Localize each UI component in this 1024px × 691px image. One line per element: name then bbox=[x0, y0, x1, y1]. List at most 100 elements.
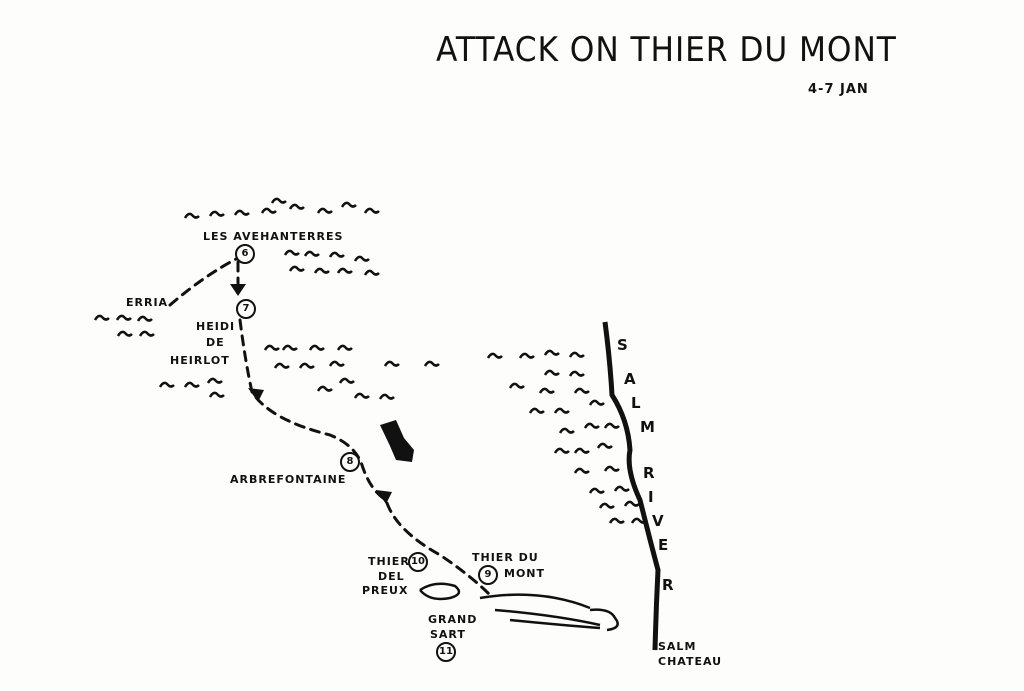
tree-mark bbox=[568, 370, 585, 377]
tree-mark bbox=[208, 391, 225, 398]
tree-mark bbox=[623, 500, 640, 507]
label-les-avehanterres: LES AVEHANTERRES bbox=[203, 230, 344, 243]
tree-mark bbox=[583, 422, 600, 429]
tree-mark bbox=[588, 487, 605, 494]
tree-mark bbox=[378, 393, 395, 400]
tree-mark bbox=[116, 330, 133, 337]
river-letter: M bbox=[640, 418, 655, 436]
tree-mark bbox=[423, 360, 440, 367]
waypoint-10: 10 bbox=[408, 552, 428, 572]
tree-mark bbox=[183, 381, 200, 388]
tree-mark bbox=[303, 250, 320, 257]
tree-mark bbox=[596, 442, 613, 449]
tree-mark bbox=[543, 369, 560, 376]
waypoint-6: 6 bbox=[235, 244, 255, 264]
route-7-to-arbrefontaine bbox=[238, 318, 492, 597]
tree-mark bbox=[233, 209, 250, 216]
tree-mark bbox=[183, 212, 200, 219]
tree-mark bbox=[553, 447, 570, 454]
tree-mark bbox=[316, 385, 333, 392]
tree-mark bbox=[528, 407, 545, 414]
tree-mark bbox=[260, 207, 277, 214]
label-erria: ERRIA bbox=[126, 296, 169, 309]
waypoint-9: 9 bbox=[478, 565, 498, 585]
tree-mark bbox=[288, 203, 305, 210]
tree-mark bbox=[281, 344, 298, 351]
tree-mark bbox=[263, 344, 280, 351]
tree-mark bbox=[270, 197, 287, 204]
route-arrowhead bbox=[230, 284, 246, 296]
map-date: 4-7 JAN bbox=[808, 82, 869, 97]
hill-contours bbox=[419, 582, 619, 632]
tree-mark bbox=[538, 387, 555, 394]
tree-mark bbox=[603, 422, 620, 429]
tree-mark bbox=[558, 427, 575, 434]
tree-mark bbox=[630, 517, 647, 524]
tree-mark bbox=[298, 362, 315, 369]
route-erria-to-avehanterres bbox=[168, 256, 240, 307]
tree-mark bbox=[383, 360, 400, 367]
tree-mark bbox=[136, 315, 153, 322]
tree-mark bbox=[573, 447, 590, 454]
tree-mark bbox=[353, 392, 370, 399]
river-letter: R bbox=[643, 464, 655, 482]
label-thier-del-preux-2: DEL bbox=[378, 570, 405, 583]
route-arrowhead bbox=[376, 490, 392, 504]
label-grand-sart-2: SART bbox=[430, 628, 466, 641]
tree-mark bbox=[208, 210, 225, 217]
tree-mark bbox=[613, 485, 630, 492]
label-heid-1: HEIDI bbox=[196, 320, 236, 333]
tree-mark bbox=[336, 344, 353, 351]
label-heid-2: DE bbox=[206, 336, 225, 349]
tree-mark bbox=[603, 465, 620, 472]
river-letter: A bbox=[624, 370, 636, 388]
label-thier-du-mont-2: MONT bbox=[504, 567, 546, 580]
tree-mark bbox=[283, 249, 300, 256]
label-thier-del-preux-3: PREUX bbox=[362, 584, 409, 597]
tree-mark bbox=[273, 362, 290, 369]
tree-mark bbox=[363, 269, 380, 276]
label-arbrefontaine: ARBREFONTAINE bbox=[230, 473, 347, 486]
label-thier-del-preux-1: THIER bbox=[368, 555, 410, 568]
salm-river-line bbox=[602, 321, 661, 651]
tree-mark bbox=[568, 351, 585, 358]
tree-mark bbox=[308, 344, 325, 351]
attack-direction-arrow bbox=[380, 420, 414, 462]
tree-mark bbox=[316, 207, 333, 214]
tree-mark bbox=[573, 387, 590, 394]
tree-mark bbox=[608, 517, 625, 524]
river-letter: I bbox=[648, 488, 654, 506]
waypoint-8: 8 bbox=[340, 452, 360, 472]
label-grand-sart-1: GRAND bbox=[428, 613, 478, 626]
waypoint-11: 11 bbox=[436, 642, 456, 662]
tree-mark bbox=[486, 352, 503, 359]
label-thier-du-mont-1: THIER DU bbox=[472, 551, 539, 564]
tree-mark bbox=[553, 407, 570, 414]
tree-mark bbox=[336, 267, 353, 274]
river-letter: R bbox=[662, 576, 674, 594]
tree-mark bbox=[328, 251, 345, 258]
tree-mark bbox=[598, 502, 615, 509]
tree-mark bbox=[206, 377, 223, 384]
label-salm-chateau-1: SALM bbox=[658, 640, 697, 653]
tree-mark bbox=[288, 265, 305, 272]
tree-mark bbox=[588, 399, 605, 406]
tree-mark bbox=[518, 352, 535, 359]
tree-mark bbox=[573, 467, 590, 474]
tree-mark bbox=[508, 382, 525, 389]
river-letter: E bbox=[658, 536, 669, 554]
tree-mark bbox=[115, 314, 132, 321]
route-arrowhead bbox=[248, 388, 264, 402]
label-salm-chateau-2: CHATEAU bbox=[658, 655, 723, 668]
woods-symbols bbox=[93, 197, 647, 524]
river-letter: L bbox=[631, 394, 641, 412]
tree-mark bbox=[313, 267, 330, 274]
river-letter: S bbox=[617, 336, 628, 354]
tree-mark bbox=[363, 207, 380, 214]
tree-mark bbox=[138, 330, 155, 337]
tree-mark bbox=[353, 255, 370, 262]
map-title: ATTACK ON THIER DU MONT bbox=[436, 30, 897, 70]
tree-mark bbox=[543, 349, 560, 356]
tree-mark bbox=[340, 201, 357, 208]
